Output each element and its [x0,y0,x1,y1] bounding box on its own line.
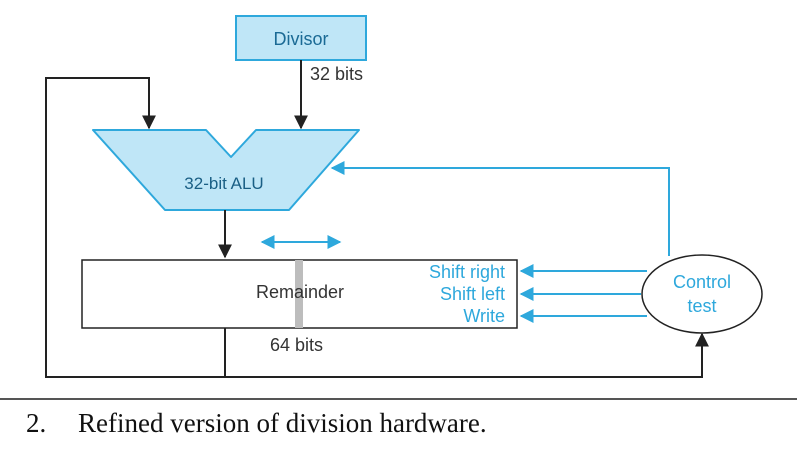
alu-label: 32-bit ALU [184,174,263,193]
remainder-split-bar [295,260,303,328]
control-label-line1: Control [673,272,731,292]
feedback-loop-line [45,77,226,378]
alu-shape [92,129,360,211]
control-test-unit [641,254,763,334]
control-to-alu-line [330,161,670,256]
remainder-to-control-line [225,332,709,378]
divisor-width-label: 32 bits [310,64,363,84]
divisor-label: Divisor [273,29,328,49]
signal-shift-right-label: Shift right [429,262,505,282]
caption-number: 2. [26,408,47,438]
signal-shift-left-label: Shift left [440,284,505,304]
division-hardware-diagram: Divisor 32 bits 32-bit ALU Remainder 64 … [45,15,763,378]
caption-divider [0,398,797,400]
remainder-label: Remainder [256,282,344,302]
remainder-width-label: 64 bits [270,335,323,355]
signal-write-label: Write [463,306,505,326]
divisor-register [235,15,367,61]
control-label-line2: test [687,296,716,316]
figure-caption: 2. Refined version of division hardware. [26,408,487,439]
caption-text: Refined version of division hardware. [78,408,487,438]
